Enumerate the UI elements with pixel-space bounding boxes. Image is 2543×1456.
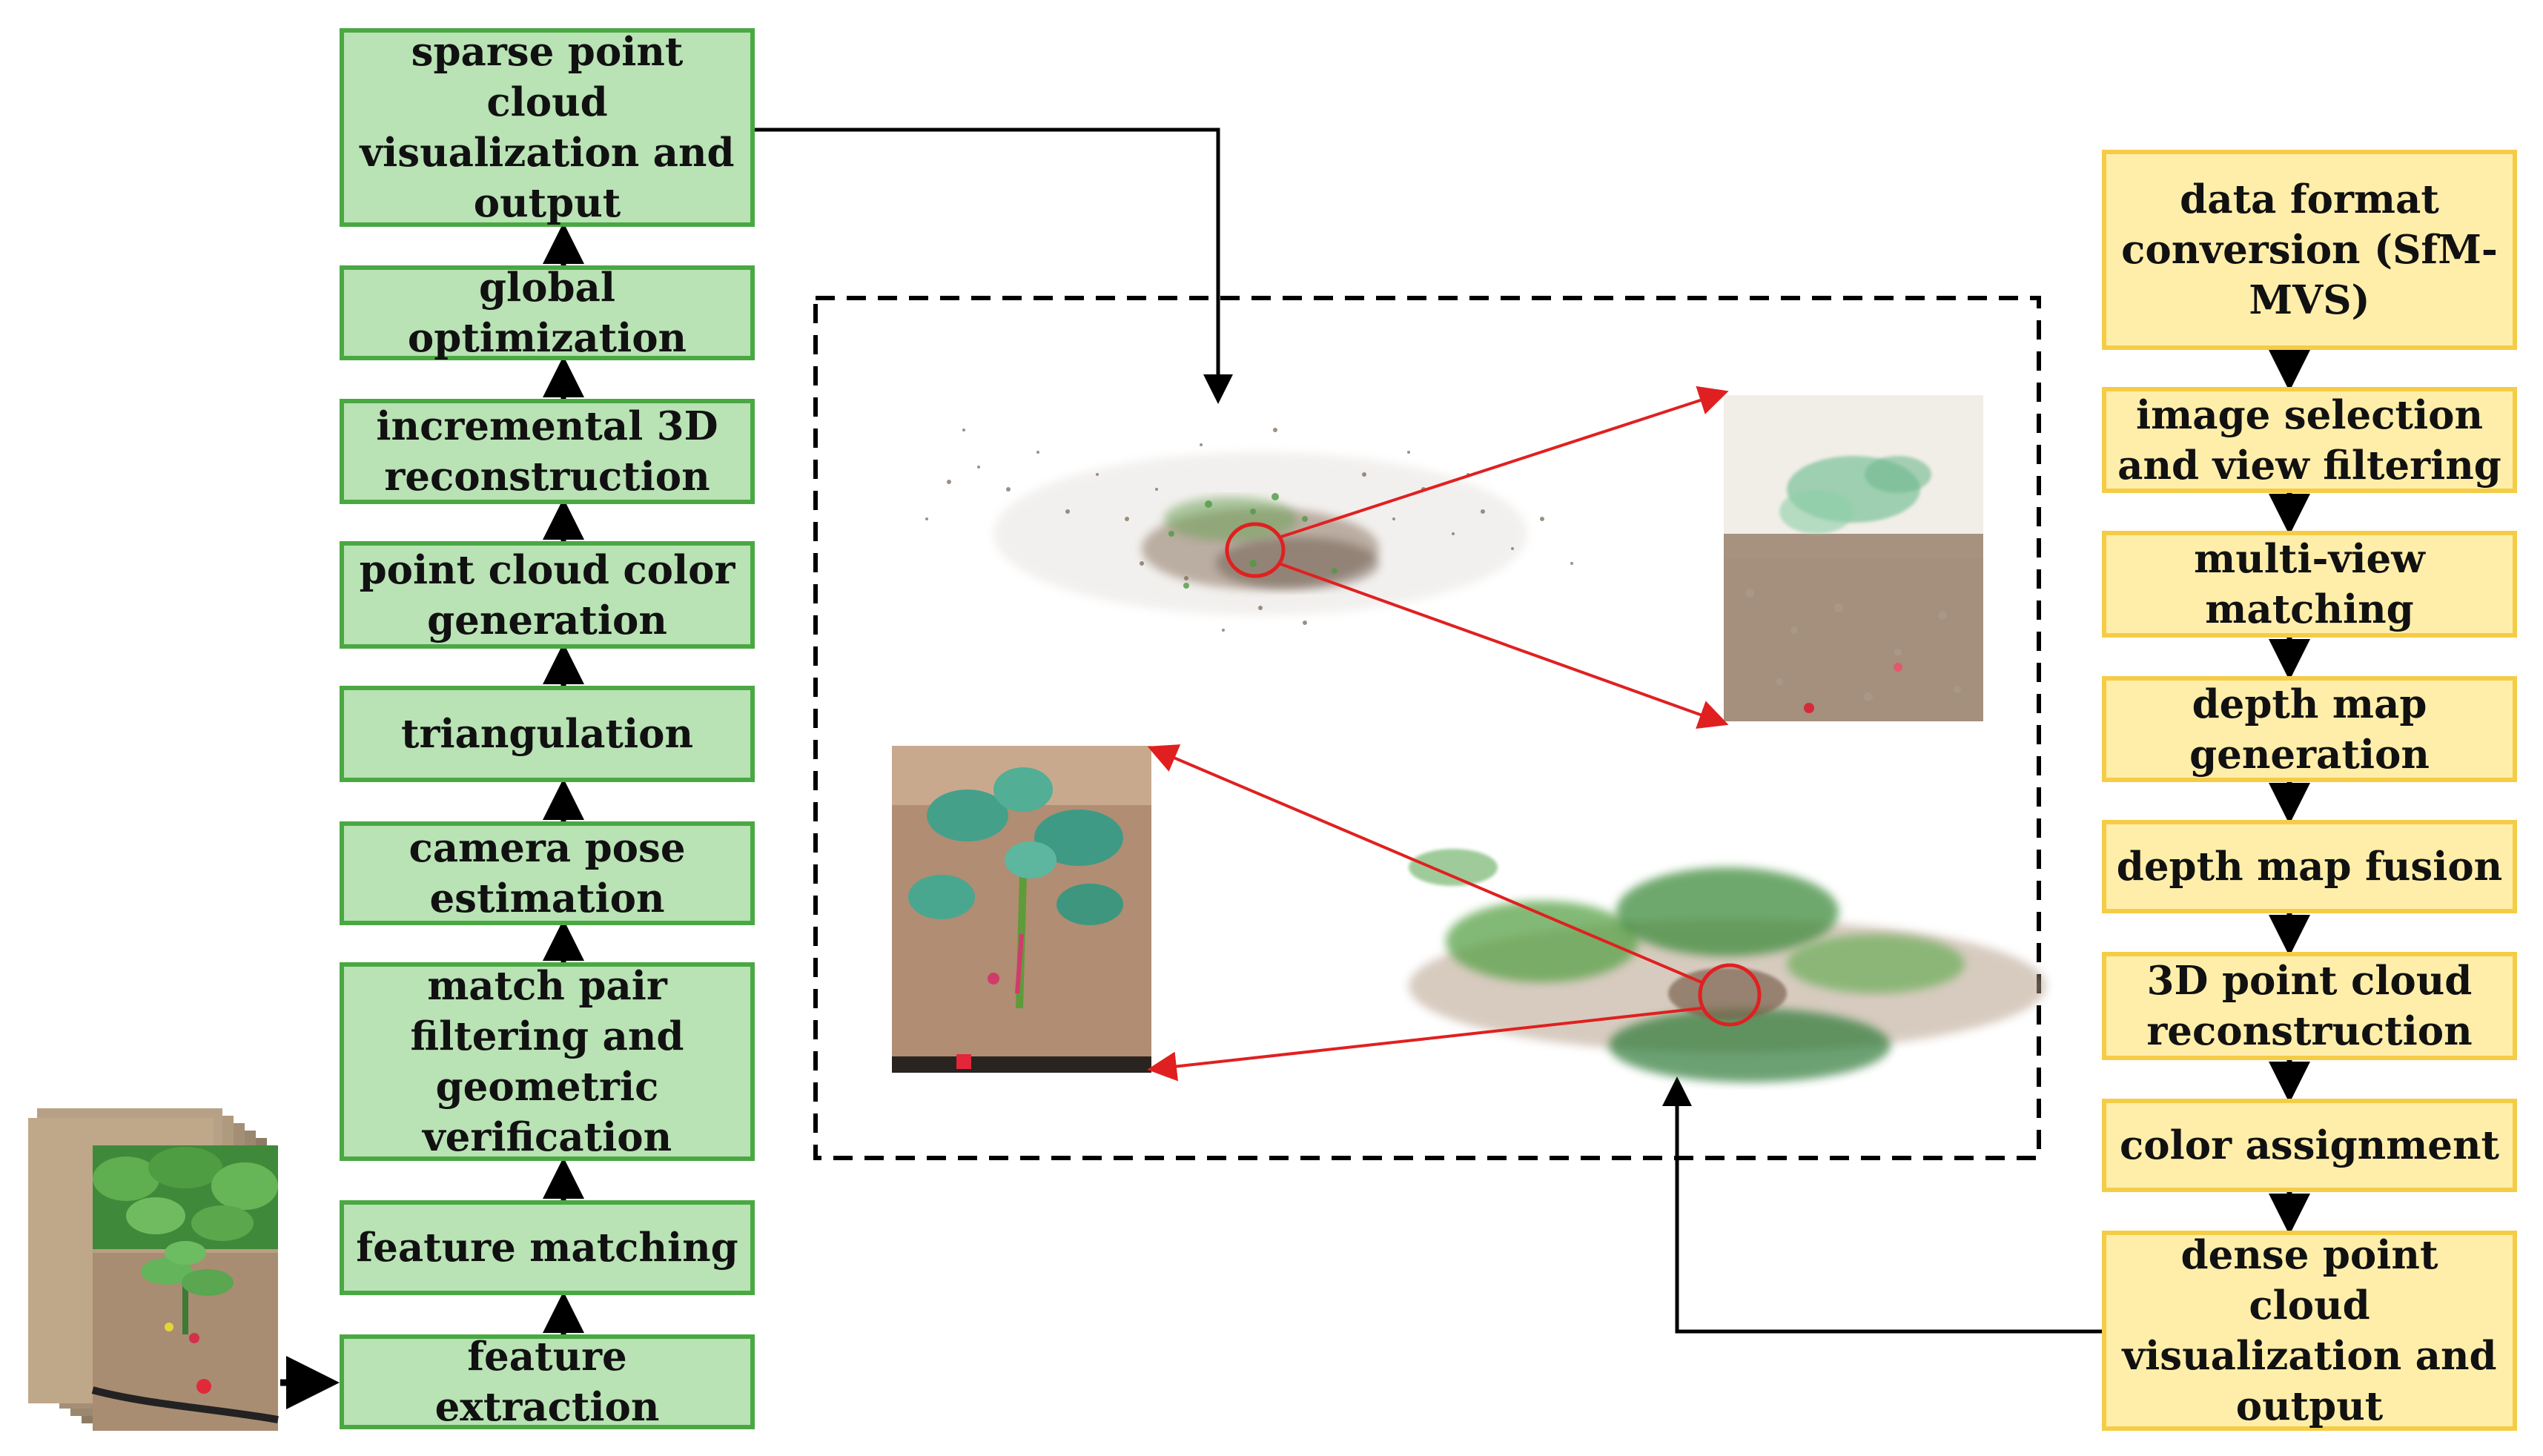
step-sparse-output: sparse point cloud visualization and out…: [340, 28, 755, 227]
step-global-optimization: global optimization: [340, 265, 755, 361]
step-label: depth map fusion: [2116, 844, 2503, 890]
input-image-stack: [28, 1108, 279, 1431]
step-feature-matching: feature matching: [340, 1200, 755, 1295]
step-label: color assignment: [2119, 1122, 2500, 1168]
step-label: dense point cloud visualization and outp…: [2122, 1232, 2497, 1429]
step-label: feature extraction: [434, 1334, 660, 1430]
sparse-zoom-photo: [1724, 395, 1983, 721]
step-label: camera pose estimation: [409, 825, 686, 921]
front-photo: [91, 1145, 279, 1431]
step-data-format-conversion: data format conversion (SfM-MVS): [2102, 150, 2517, 350]
point-cloud-frame: [813, 296, 2041, 1160]
step-label: multi-view matching: [2194, 536, 2425, 632]
step-dense-output: dense point cloud visualization and outp…: [2102, 1231, 2517, 1431]
step-incremental-3d-reconstruction: incremental 3D reconstruction: [340, 399, 755, 504]
zoom-highlights: [1147, 385, 1762, 1082]
step-color-assignment: color assignment: [2102, 1099, 2517, 1192]
step-camera-pose-estimation: camera pose estimation: [340, 821, 755, 925]
step-depth-map-generation: depth map generation: [2102, 676, 2517, 782]
step-triangulation: triangulation: [340, 686, 755, 782]
sparse-output-connector: [753, 128, 1233, 404]
step-feature-extraction: feature extraction: [340, 1334, 755, 1430]
step-multi-view-matching: multi-view matching: [2102, 531, 2517, 638]
step-label: depth map generation: [2189, 681, 2430, 778]
step-label: 3D point cloud reconstruction: [2146, 958, 2473, 1054]
step-label: image selection and view filtering: [2117, 391, 2501, 489]
step-depth-map-fusion: depth map fusion: [2102, 820, 2517, 913]
step-label: sparse point cloud visualization and out…: [360, 29, 735, 226]
step-match-pair-filtering: match pair filtering and geometric verif…: [340, 962, 755, 1161]
step-image-selection: image selection and view filtering: [2102, 387, 2517, 493]
sparse-point-cloud: [925, 428, 1573, 632]
step-label: point cloud color generation: [359, 546, 735, 643]
step-label: data format conversion (SfM-MVS): [2121, 176, 2498, 323]
step-label: match pair filtering and geometric verif…: [410, 963, 684, 1160]
step-3d-point-cloud-reconstruction: 3D point cloud reconstruction: [2102, 952, 2517, 1060]
step-point-cloud-color-generation: point cloud color generation: [340, 541, 755, 649]
step-label: feature matching: [356, 1225, 738, 1271]
step-label: incremental 3D reconstruction: [376, 403, 718, 500]
dense-zoom-photo: [892, 746, 1151, 1073]
dense-output-connector: [1662, 1076, 2102, 1334]
step-label: triangulation: [401, 711, 693, 757]
step-label: global optimization: [407, 265, 687, 361]
